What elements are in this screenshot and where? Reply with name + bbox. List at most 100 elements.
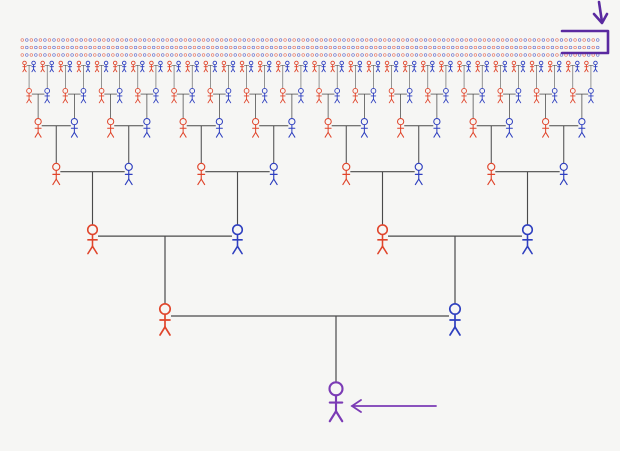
- mother-figure: [98, 88, 105, 104]
- father-figure: [360, 117, 369, 138]
- mother-figure: [424, 88, 431, 104]
- mother-figure: [58, 60, 63, 73]
- further-ancestors: [20, 38, 600, 57]
- mother-figure: [497, 88, 504, 104]
- mother-figure: [376, 224, 389, 255]
- father-figure: [357, 60, 363, 73]
- corner-marker: [560, 0, 610, 55]
- mother-figure: [257, 60, 263, 73]
- father-figure: [448, 60, 453, 73]
- father-figure: [153, 88, 159, 104]
- mother-figure: [243, 88, 250, 104]
- father-figure: [479, 88, 486, 104]
- father-figure: [406, 88, 413, 104]
- mother-figure: [439, 60, 444, 73]
- tree-connectors: [26, 65, 594, 383]
- mother-figure: [493, 60, 498, 73]
- father-figure: [505, 117, 514, 138]
- father-figure: [44, 88, 51, 104]
- mother-figure: [149, 60, 154, 73]
- father-figure: [375, 60, 381, 73]
- father-figure: [466, 60, 471, 73]
- tree-people: [22, 60, 598, 423]
- father-figure: [49, 60, 54, 73]
- mother-figure: [366, 60, 372, 73]
- mother-figure: [324, 117, 332, 138]
- mother-figure: [22, 60, 27, 73]
- father-figure: [231, 224, 244, 255]
- mother-figure: [330, 60, 335, 73]
- father-figure: [575, 60, 580, 73]
- father-figure: [433, 117, 441, 138]
- mother-figure: [134, 88, 141, 104]
- mother-figure: [541, 117, 550, 138]
- father-figure: [103, 60, 109, 73]
- mother-figure: [94, 60, 100, 73]
- mother-figure: [62, 88, 69, 104]
- father-figure: [559, 162, 568, 186]
- father-figure: [288, 117, 296, 138]
- father-figure: [303, 60, 308, 73]
- mother-figure: [421, 60, 426, 73]
- mother-figure: [312, 60, 317, 73]
- subject-pointer-arrow: [350, 399, 437, 413]
- father-figure: [502, 60, 508, 73]
- father-figure: [116, 88, 123, 104]
- father-figure: [70, 117, 79, 138]
- father-figure: [578, 117, 586, 138]
- mother-figure: [251, 117, 260, 138]
- mother-figure: [171, 88, 177, 104]
- mother-figure: [316, 88, 322, 104]
- father-figure: [85, 60, 91, 73]
- father-figure: [321, 60, 326, 73]
- mother-figure: [239, 60, 245, 73]
- mother-figure: [221, 60, 227, 73]
- mother-figure: [112, 60, 118, 73]
- mother-figure: [197, 162, 206, 186]
- mother-figure: [86, 224, 99, 255]
- mother-figure: [158, 302, 172, 336]
- father-figure: [393, 60, 399, 73]
- mother-figure: [342, 162, 351, 186]
- father-figure: [267, 60, 272, 73]
- mother-figure: [106, 117, 115, 138]
- mother-figure: [388, 88, 395, 104]
- father-figure: [140, 60, 145, 73]
- mother-figure: [348, 60, 353, 73]
- father-figure: [339, 60, 344, 73]
- mother-figure: [396, 117, 405, 138]
- father-figure: [538, 60, 544, 73]
- mother-figure: [487, 162, 496, 186]
- father-figure: [551, 88, 558, 104]
- father-figure: [285, 60, 290, 73]
- father-figure: [515, 88, 522, 104]
- subject-figure: [328, 381, 344, 423]
- mother-figure: [185, 60, 190, 73]
- mother-figure: [203, 60, 208, 73]
- mother-figure: [276, 60, 281, 73]
- father-figure: [158, 60, 163, 73]
- father-figure: [194, 60, 199, 73]
- mother-figure: [469, 117, 477, 138]
- father-figure: [334, 88, 341, 104]
- mother-figure: [34, 117, 42, 138]
- father-figure: [261, 88, 268, 104]
- mother-figure: [547, 60, 553, 73]
- mother-figure: [566, 60, 571, 73]
- father-figure: [215, 117, 224, 138]
- father-figure: [443, 88, 449, 104]
- father-figure: [370, 88, 377, 104]
- father-figure: [124, 162, 133, 186]
- father-figure: [484, 60, 489, 73]
- mother-figure: [40, 60, 45, 73]
- father-figure: [31, 60, 36, 73]
- father-figure: [80, 88, 87, 104]
- father-figure: [588, 88, 594, 104]
- mother-figure: [457, 60, 462, 73]
- mother-figure: [179, 117, 187, 138]
- father-figure: [298, 88, 304, 104]
- mother-figure: [402, 60, 408, 73]
- mother-figure: [76, 60, 82, 73]
